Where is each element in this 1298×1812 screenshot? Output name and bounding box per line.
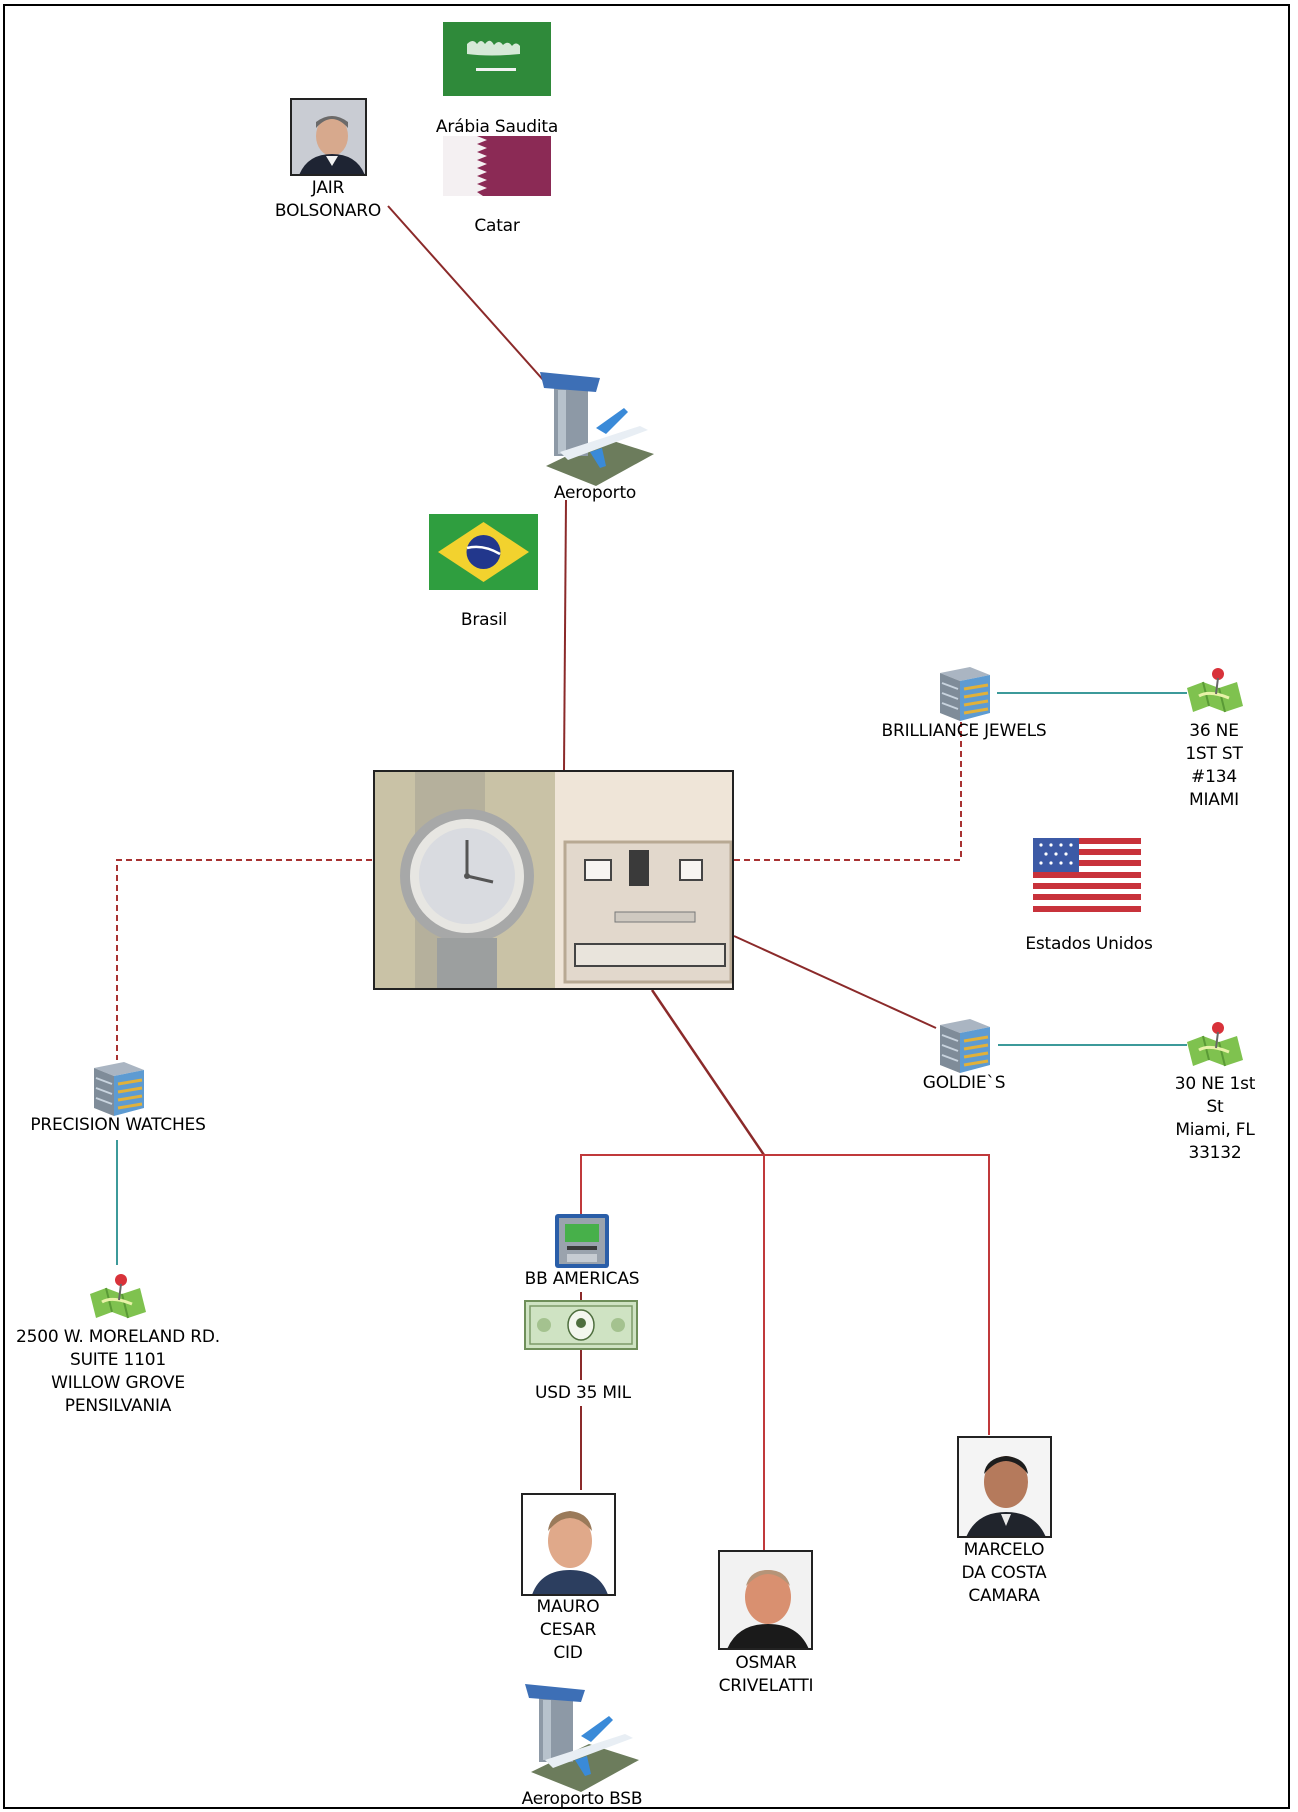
watch-and-jewelry-photo: [373, 770, 734, 990]
bb-americas-label: BB AMERICAS: [524, 1269, 640, 1289]
atm-icon: [555, 1214, 609, 1268]
bolsonaro-label: JAIR BOLSONARO: [274, 178, 382, 221]
link-aeroporto-evidence: [563, 499, 567, 771]
diagram-frame: [3, 4, 1290, 1809]
mauro-photo: [521, 1493, 616, 1596]
airport-icon: [525, 1684, 639, 1792]
building-icon: [940, 667, 990, 721]
bolsonaro-photo: [290, 98, 367, 176]
qatar-label: Catar: [474, 216, 520, 236]
usd-label: USD 35 MIL: [535, 1383, 631, 1403]
precision-label: PRECISION WATCHES: [30, 1115, 206, 1135]
map-pin-icon: [1187, 668, 1243, 713]
link-evidence-branch: [650, 989, 766, 1156]
brilliance-label: BRILLIANCE JEWELS: [881, 721, 1047, 741]
aeroporto-bsb-label: Aeroporto BSB: [521, 1789, 643, 1809]
aeroporto-label: Aeroporto: [553, 483, 637, 503]
airport-icon: [540, 372, 654, 486]
map-pin-icon: [90, 1274, 146, 1319]
brasil-label: Brasil: [460, 610, 508, 630]
goldies-address-label: 30 NE 1st St Miami, FL 33132: [1174, 1074, 1256, 1163]
goldies-label: GOLDIE`S: [922, 1073, 1006, 1093]
brazil-flag-icon: [429, 514, 538, 590]
mauro-label: MAURO CESAR CID: [536, 1597, 600, 1663]
link-evidence-precision: [116, 859, 372, 1060]
osmar-label: OSMAR CRIVELATTI: [718, 1653, 814, 1696]
precision-address-label: 2500 W. MORELAND RD. SUITE 1101 WILLOW G…: [16, 1327, 220, 1416]
estados-unidos-label: Estados Unidos: [1025, 934, 1153, 954]
usa-flag-icon: [1033, 838, 1141, 912]
marcelo-photo: [957, 1436, 1052, 1538]
map-pin-icon: [1187, 1022, 1243, 1067]
building-icon: [94, 1062, 144, 1116]
saudi-flag-icon: [443, 22, 551, 96]
link-evidence-goldies: [733, 935, 937, 1029]
brilliance-address-label: 36 NE 1ST ST #134 MIAMI: [1185, 721, 1243, 810]
marcelo-label: MARCELO DA COSTA CAMARA: [961, 1540, 1047, 1606]
link-branch-bus: [580, 1154, 990, 1435]
saudi-label: Arábia Saudita: [435, 117, 559, 137]
dollar-bill-icon: [524, 1300, 638, 1350]
building-icon: [940, 1019, 990, 1073]
link-evidence-brilliance: [734, 722, 962, 861]
osmar-photo: [718, 1550, 813, 1650]
link-bolsonaro-aeroporto: [387, 205, 546, 383]
qatar-flag-icon: [443, 136, 551, 196]
